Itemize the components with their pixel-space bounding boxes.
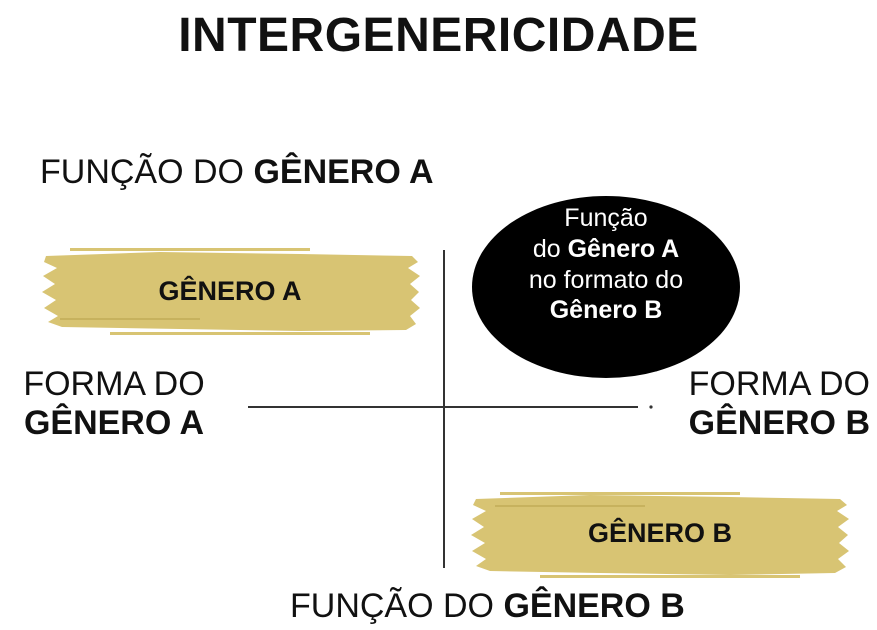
- bottom-axis-label-bold: GÊNERO B: [503, 587, 685, 625]
- page-title: INTERGENERICIDADE: [178, 9, 699, 62]
- right-axis-label: FORMA DO GÊNERO B: [665, 365, 870, 443]
- top-axis-label: FUNÇÃO DO GÊNERO A: [40, 153, 434, 192]
- left-axis-label-line1: FORMA DO: [23, 365, 205, 403]
- top-axis-label-normal: FUNÇÃO DO: [40, 153, 254, 191]
- ellipse-text: Função do Gênero A no formato do Gênero …: [472, 203, 740, 326]
- ellipse-line2-normal: do: [532, 234, 568, 263]
- genero-b-stroke-label: GÊNERO B: [587, 518, 733, 548]
- left-axis-label-line2: GÊNERO A: [23, 404, 205, 443]
- brush-stroke-b: [471, 492, 849, 578]
- function-ellipse: [472, 196, 740, 378]
- bottom-axis-label-normal: FUNÇÃO DO: [290, 587, 504, 625]
- ellipse-line3: no formato do: [528, 265, 684, 294]
- brush-stroke-a: [42, 248, 420, 335]
- ellipse-line4: Gênero B: [549, 296, 663, 325]
- ellipse-line2-bold: Gênero A: [567, 234, 680, 263]
- right-axis-label-line1: FORMA DO: [688, 365, 870, 403]
- top-axis-label-bold: GÊNERO A: [253, 153, 434, 191]
- right-axis-label-line2: GÊNERO B: [688, 404, 870, 443]
- genero-a-stroke-label: GÊNERO A: [158, 276, 302, 306]
- ellipse-line1: Função: [564, 204, 648, 232]
- left-axis-label: FORMA DO GÊNERO A: [14, 365, 214, 443]
- bottom-axis-label: FUNÇÃO DO GÊNERO B: [290, 587, 685, 626]
- axis-end-dot: [649, 405, 653, 409]
